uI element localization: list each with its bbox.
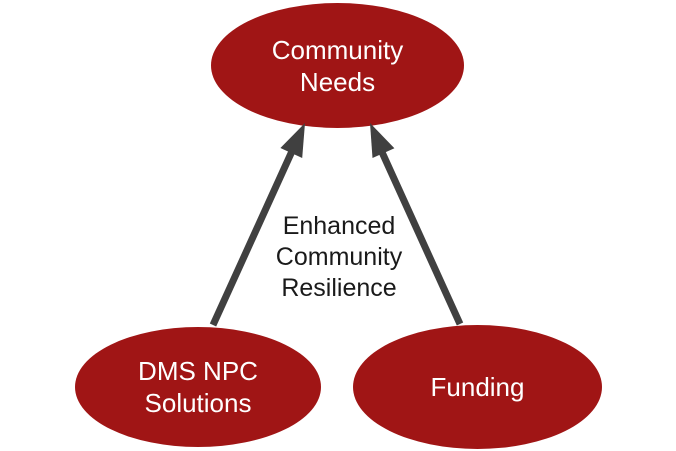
node-dms-npc-solutions-label-line1: DMS NPC — [138, 356, 258, 386]
node-funding-label-line1: Funding — [430, 372, 525, 402]
edge-label-enhanced-community-resilience: Enhanced Community Resilience — [229, 211, 449, 304]
edge-label-line3: Resilience — [281, 274, 397, 302]
node-community-needs-label-line2: Needs — [299, 66, 376, 97]
node-dms-npc-solutions: DMS NPC Solutions — [75, 327, 321, 447]
edge-label-line2: Community — [275, 243, 403, 271]
node-dms-npc-solutions-label-line2: Solutions — [144, 388, 252, 418]
node-community-needs: Community Needs — [211, 3, 464, 128]
node-community-needs-label-line1: Community — [271, 34, 404, 65]
node-funding: Funding — [353, 325, 602, 449]
edge-label-line1: Enhanced — [282, 212, 396, 240]
